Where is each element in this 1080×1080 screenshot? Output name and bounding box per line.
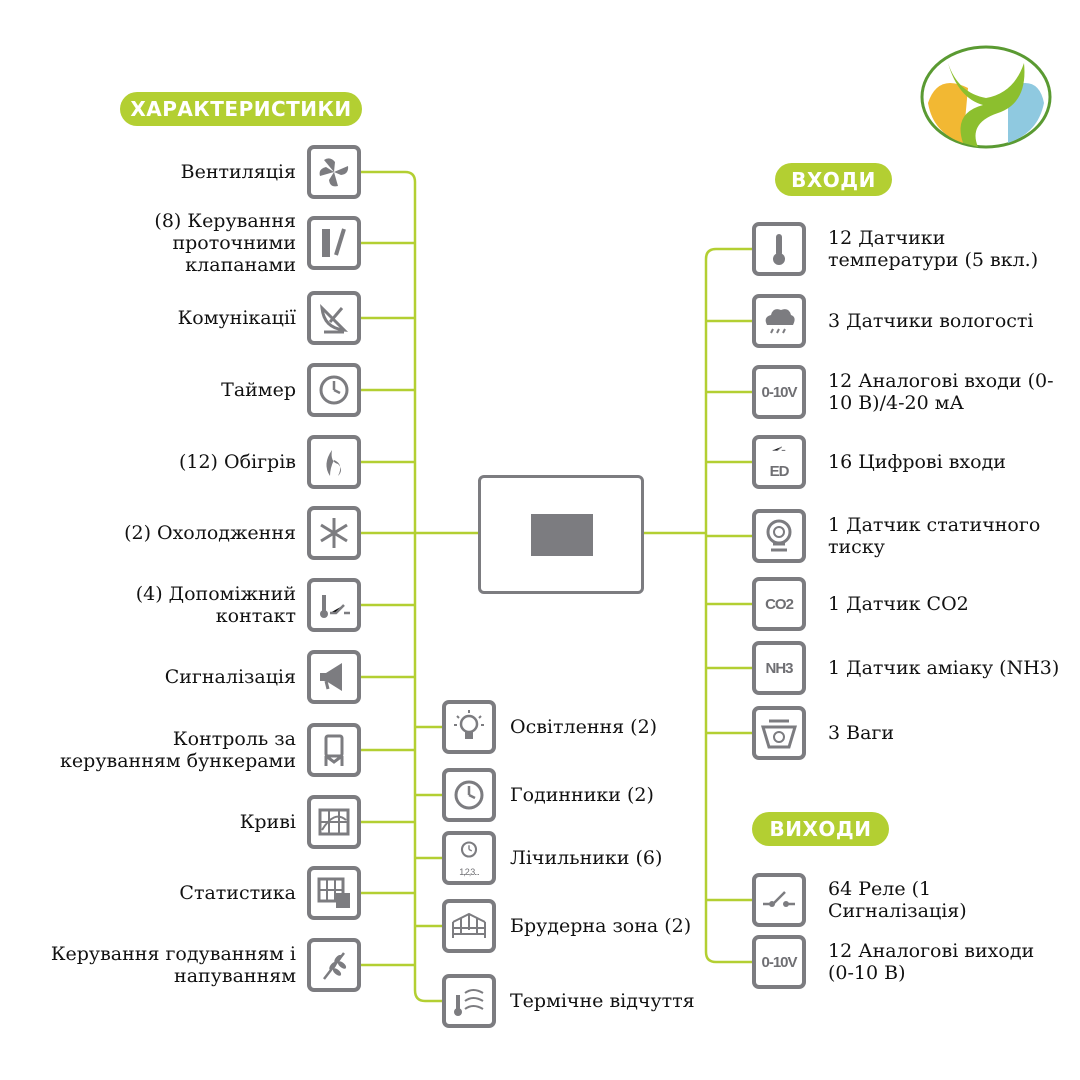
feature-label: Статистика [179,882,296,904]
relay-switch-icon [752,873,806,927]
inlet-valve-icon [307,216,361,270]
feature-label: (12) Обігрів [178,451,296,473]
alarm-horn-icon [307,650,361,704]
feature-label: Таймер [221,379,296,401]
feature-label: Криві [239,811,296,833]
feature-label: (2) Охолодження [124,522,296,544]
silo-icon [307,723,361,777]
input-label: 12 Датчики температури (5 вкл.) [828,227,1039,271]
wheat-icon [307,938,361,992]
digital-input-icon: ED [752,435,806,489]
feature-label: (4) Допоміжний контакт [135,583,296,627]
inputs-heading: ВХОДИ [775,163,892,196]
icon-text: CO2 [765,595,794,613]
input-label: 1 Датчик CO2 [828,593,969,615]
thermometer-icon [752,222,806,276]
input-label: 1 Датчик статичного тиску [828,514,1041,558]
icon-text: 0-10V [761,383,797,401]
input-label: 12 Аналогові входи (0-10 В)/4-20 мА [828,370,1054,414]
icon-text: NH3 [765,659,793,677]
statistics-icon [307,866,361,920]
snowflake-icon [307,506,361,560]
input-label: 16 Цифрові входи [828,451,1006,473]
extra-label: Брудерна зона (2) [510,915,692,937]
analog-output-0-10v-icon: 0-10V [752,935,806,989]
scale-icon [752,706,806,760]
light-bulb-icon [442,700,496,754]
feature-label: Комунікації [177,307,296,329]
pressure-gauge-icon [752,509,806,563]
analog-0-10v-icon: 0-10V [752,365,806,419]
icon-text: 0-10V [761,953,797,971]
counter-clock-icon: 1,2,3... [442,831,496,885]
fan-icon [307,145,361,199]
controller-screen [531,514,593,556]
input-label: 1 Датчик аміаку (NH3) [828,657,1060,679]
output-label: 12 Аналогові виходи (0-10 В) [828,940,1035,984]
icon-text: 1,2,3... [459,867,480,877]
flame-icon [307,435,361,489]
features-heading: ХАРАКТЕРИСТИКИ [120,92,362,126]
extra-label: Годинники (2) [510,784,654,806]
icon-text: ED [769,462,790,480]
aux-contact-icon [307,578,361,632]
input-label: 3 Датчики вологості [828,310,1034,332]
outputs-heading: ВИХОДИ [752,812,889,846]
input-label: 3 Ваги [828,722,895,744]
feature-label: Сигналізація [164,666,296,688]
brooder-fence-icon [442,899,496,953]
extra-label: Лічильники (6) [510,847,663,869]
timer-icon [307,363,361,417]
humidity-cloud-icon [752,294,806,348]
feature-label: Керування годуванням і напуванням [50,943,296,987]
feature-label: Вентиляція [180,161,296,183]
satellite-dish-icon [307,291,361,345]
feature-label: (8) Керування проточними клапанами [154,210,296,276]
extra-label: Освітлення (2) [510,716,658,738]
thermal-feel-icon [442,974,496,1028]
feature-label: Контроль за керуванням бункерами [60,728,296,772]
output-label: 64 Реле (1 Сигналізація) [828,878,967,922]
controller-device [478,475,644,594]
clock-icon [442,768,496,822]
curve-chart-icon [307,795,361,849]
nh3-icon: NH3 [752,641,806,695]
extra-label: Термічне відчуття [510,990,695,1012]
co2-icon: CO2 [752,577,806,631]
logo [918,43,1054,151]
